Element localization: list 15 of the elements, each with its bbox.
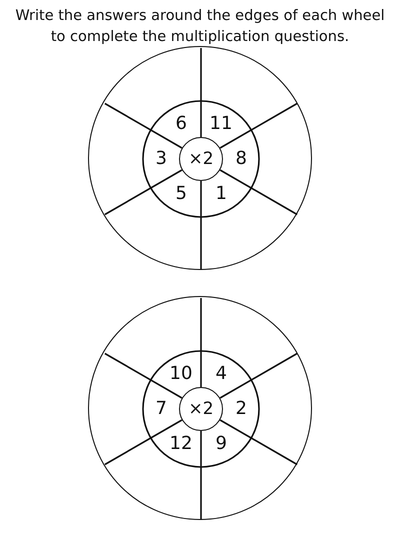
number-label: 10 [170, 363, 192, 386]
number-label: 11 [210, 113, 232, 136]
multiplier-circle: ×2 [179, 137, 223, 181]
instruction-text: Write the answers around the edges of each wheel to complete the multiplication questions. [14, 7, 386, 47]
number-label: 4 [216, 363, 227, 386]
number-label: 5 [176, 182, 187, 205]
number-label: 12 [170, 432, 192, 455]
multiplier-circle: ×2 [179, 387, 223, 431]
number-label: 7 [156, 398, 167, 420]
number-label: 1 [216, 182, 227, 205]
number-label: 8 [236, 148, 247, 170]
number-label: 2 [236, 398, 247, 420]
number-label: 6 [176, 113, 187, 136]
number-label: 3 [156, 148, 167, 170]
number-label: 9 [216, 432, 227, 455]
